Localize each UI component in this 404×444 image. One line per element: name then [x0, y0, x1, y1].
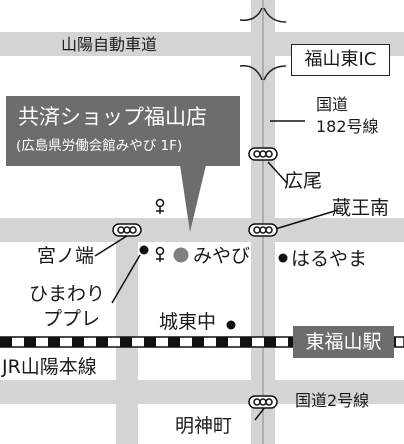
signal-hiroo — [248, 147, 278, 161]
jouto-label: 城東中 — [159, 311, 217, 333]
shop-callout: 共済ショップ福山店 (広島県労働会館みやび 1F) — [6, 96, 240, 166]
ic-ramp-ne — [263, 7, 287, 23]
route182-label-bottom: 182号線 — [316, 117, 379, 136]
signal-myojin — [248, 395, 278, 409]
miyabi-marker — [173, 247, 189, 263]
haruyama-dot — [278, 253, 288, 263]
hiroo-label: 広尾 — [284, 170, 323, 192]
west-road — [116, 218, 138, 444]
ic-ramp-sw — [239, 65, 263, 81]
shop-subtitle: (広島県労働会館みやび 1F) — [16, 138, 183, 154]
station-label-box: 東福山駅 — [293, 326, 394, 358]
post-office-icon — [155, 198, 165, 214]
signal-miyanohana — [112, 223, 142, 237]
ic-label-box: 福山東IC — [291, 44, 390, 76]
himawari-label-top: ひまわり — [29, 283, 106, 305]
route182-label-top: 国道 — [316, 95, 349, 114]
miyanohana-label: 宮ノ端 — [37, 245, 95, 267]
himawari-dot — [139, 245, 149, 255]
middle-road — [0, 218, 404, 242]
shop-title: 共済ショップ福山店 — [18, 105, 207, 129]
jr-line-label: JR山陽本線 — [2, 356, 97, 378]
callout-pointer — [180, 165, 206, 232]
himawari-label-bottom: ププレ — [43, 308, 101, 330]
jouto-dot — [226, 320, 236, 330]
station-label: 東福山駅 — [305, 331, 382, 353]
haruyama-label: はるやま — [291, 248, 368, 270]
route2-label: 国道2号線 — [295, 391, 370, 410]
route2-road — [0, 380, 404, 404]
post-office-icon — [155, 246, 165, 262]
zaoh-label: 蔵王南 — [332, 197, 390, 219]
ic-ramp-se — [263, 65, 287, 81]
ic-ramp-nw — [239, 7, 263, 21]
ic-label: 福山東IC — [304, 49, 377, 70]
miyabi-label: みやび — [193, 245, 251, 267]
expressway-label: 山陽自動車道 — [61, 35, 158, 54]
signal-zaoh — [248, 223, 278, 237]
myojin-label: 明神町 — [175, 415, 233, 437]
